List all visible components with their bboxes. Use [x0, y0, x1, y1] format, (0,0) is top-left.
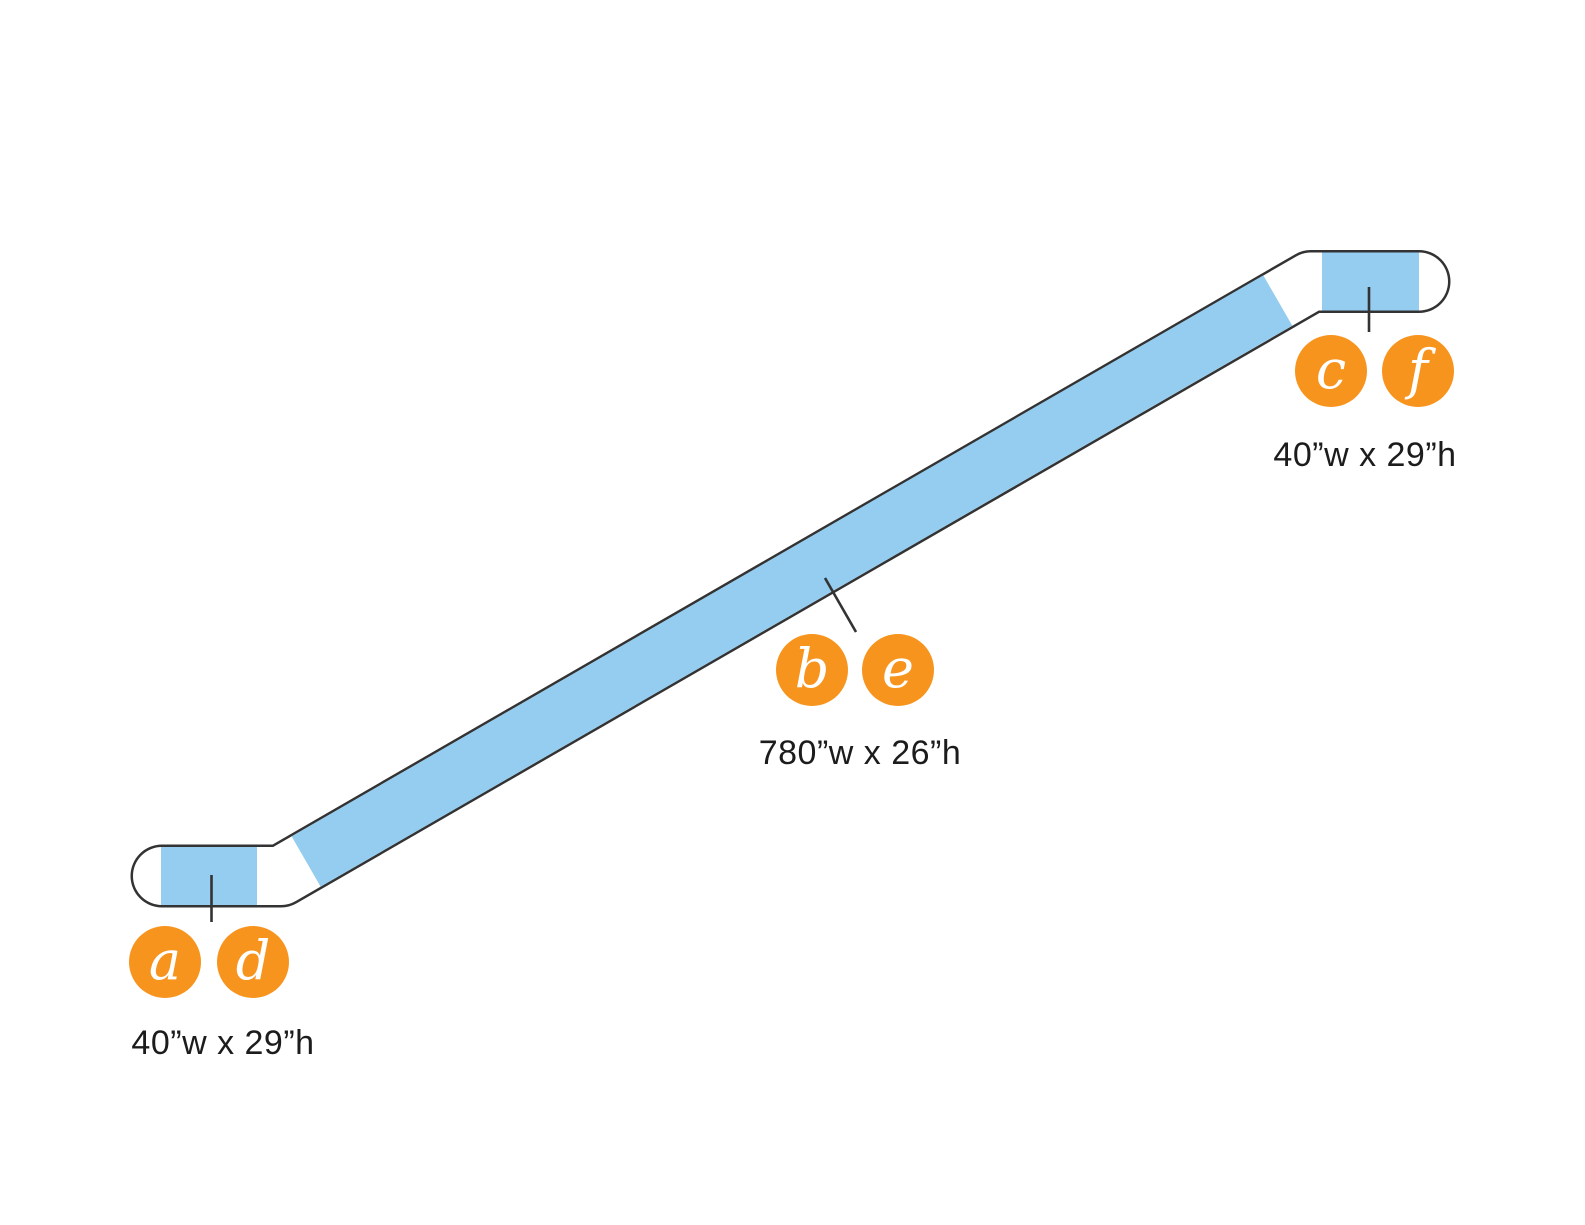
callout-a: a — [129, 926, 201, 998]
callout-circle-a — [129, 926, 201, 998]
callout-letter-b: b — [795, 637, 830, 700]
callout-letter-e: e — [882, 637, 914, 700]
callout-f: f — [1382, 335, 1454, 407]
callout-letter-c: c — [1316, 338, 1346, 401]
incline-panel — [291, 275, 1293, 887]
dimension-label-upper: 40”w x 29”h — [1273, 436, 1456, 474]
callout-c: c — [1295, 335, 1367, 407]
callout-letter-d: d — [236, 929, 271, 992]
upper-landing-panel — [1322, 252, 1419, 311]
dimension-label-lower: 40”w x 29”h — [131, 1024, 314, 1062]
callout-b: b — [776, 634, 848, 706]
callout-circle-d — [217, 926, 289, 998]
callout-letter-a: a — [149, 929, 181, 992]
callout-circle-f — [1382, 335, 1454, 407]
callout-circle-c — [1295, 335, 1367, 407]
callout-circle-b — [776, 634, 848, 706]
lower-landing-panel — [161, 847, 257, 905]
callout-circle-e — [862, 634, 934, 706]
callout-e: e — [862, 634, 934, 706]
leader-line-middle — [823, 577, 858, 633]
callout-d: d — [217, 926, 289, 998]
dimension-label-middle: 780”w x 26”h — [759, 734, 962, 772]
